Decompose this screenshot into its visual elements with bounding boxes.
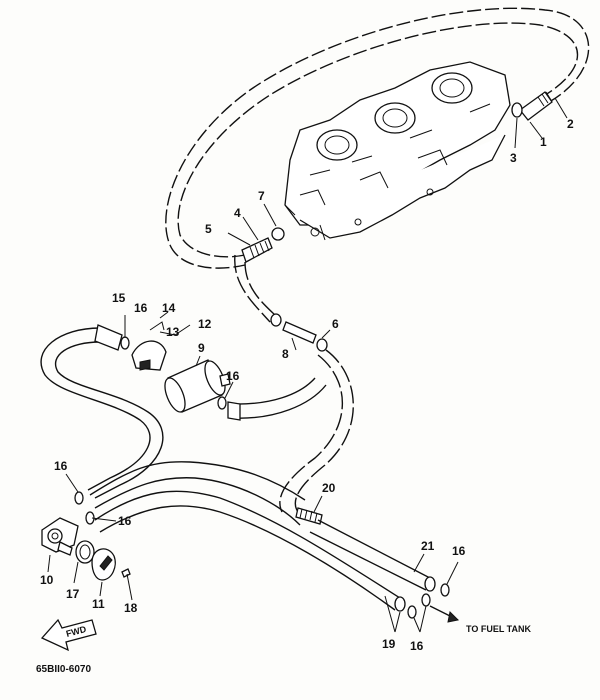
filter-outlet-hose (227, 377, 327, 421)
callout-16e: 16 (452, 544, 466, 558)
callout-4: 4 (234, 206, 241, 220)
to-fuel-tank-label: TO FUEL TANK (466, 624, 532, 634)
callout-2: 2 (567, 117, 574, 131)
callout-16d: 16 (118, 514, 132, 528)
hose-end-1-2 (519, 91, 568, 139)
callout-21: 21 (421, 539, 435, 553)
callout-5: 5 (205, 222, 212, 236)
callout-10: 10 (40, 573, 54, 587)
callout-6: 6 (332, 317, 339, 331)
left-hose-loop (40, 324, 164, 499)
callout-14: 14 (162, 301, 176, 315)
callout-13: 13 (166, 325, 180, 339)
fwd-arrow-icon: FWD (40, 618, 97, 652)
callout-20: 20 (322, 481, 336, 495)
top-fuel-hose (165, 7, 590, 269)
callout-17: 17 (66, 587, 80, 601)
callout-18: 18 (124, 601, 138, 615)
callout-9: 9 (198, 341, 205, 355)
callout-15: 15 (112, 291, 126, 305)
lower-fuel-hoses (89, 461, 436, 612)
carburetor-assembly (284, 61, 511, 241)
hose-5-to-6 (234, 254, 279, 323)
callout-7: 7 (258, 189, 265, 203)
callout-1: 1 (540, 135, 547, 149)
callout-12: 12 (198, 317, 212, 331)
fuel-filter-9 (164, 355, 231, 413)
spring-20 (295, 495, 323, 525)
clamps-16 (65, 315, 459, 633)
bracket-12-13-14 (131, 311, 191, 371)
callout-19: 19 (382, 637, 396, 651)
callout-3: 3 (510, 151, 517, 165)
clamp-3 (511, 102, 523, 149)
leader-21-19 (384, 553, 425, 633)
right-hose-loop (279, 349, 354, 513)
knob-11 (91, 548, 116, 597)
callout-16f: 16 (410, 639, 424, 653)
callout-16c: 16 (54, 459, 68, 473)
callout-16a: 16 (134, 301, 148, 315)
callout-8: 8 (282, 347, 289, 361)
to-fuel-tank-arrow (429, 605, 460, 623)
screw-18 (121, 568, 133, 601)
callout-16b: 16 (226, 369, 240, 383)
joint-8-clamps-6 (270, 313, 331, 352)
diagram-code: 65BII0-6070 (36, 664, 91, 675)
hose-spring-5 (227, 203, 285, 263)
fitting-10 (41, 517, 79, 573)
gasket-17 (73, 540, 95, 584)
callout-11: 11 (92, 597, 105, 611)
